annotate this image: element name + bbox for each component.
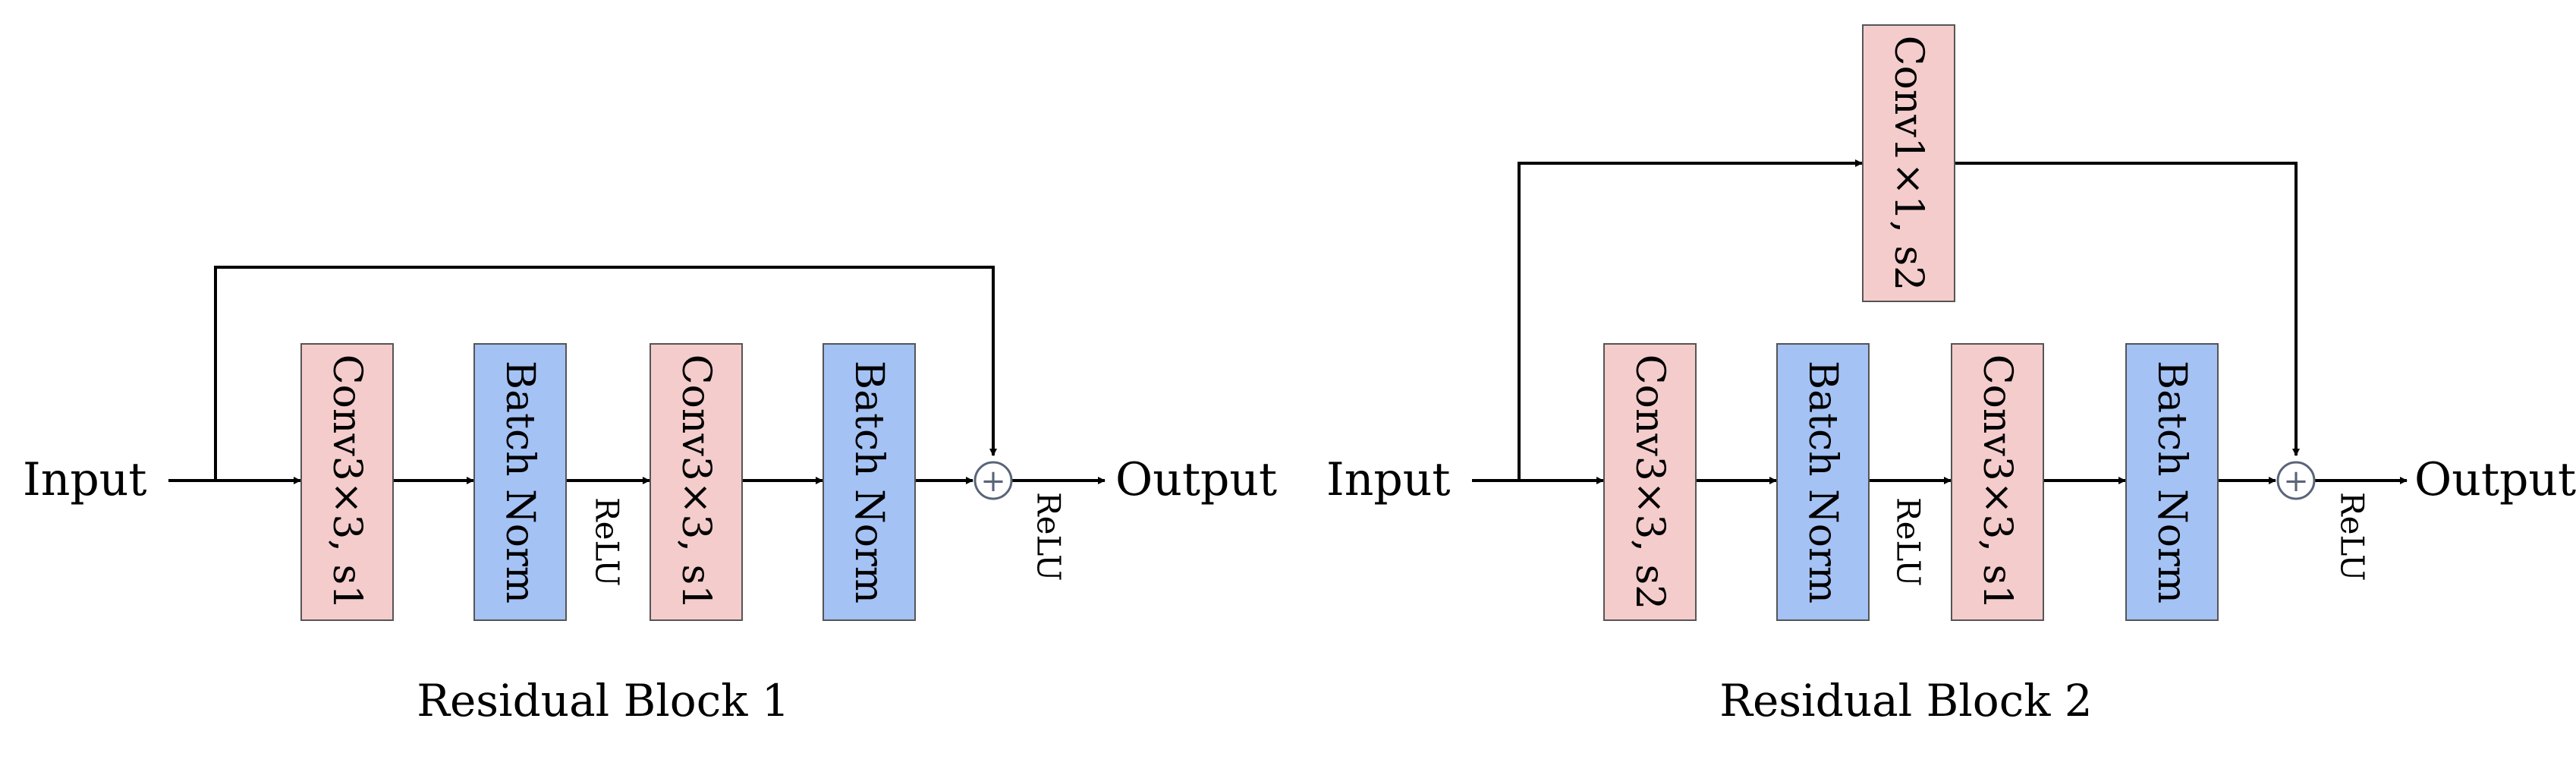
block1-output-label: Output xyxy=(1115,453,1277,506)
block2-projection-label: Conv1×1, s2 xyxy=(1886,36,1931,292)
block1-relu-out: ReLU xyxy=(1030,492,1068,581)
block2-bn1-box xyxy=(1776,343,1870,621)
residual-block-1: Input Conv3×3, s1 Batch Norm Conv3×3, s1… xyxy=(23,266,1277,726)
block2-conv2-box xyxy=(1951,343,2044,621)
block2-layer-conv2: Conv3×3, s1 xyxy=(1951,343,2044,621)
block1-bn2-label: Batch Norm xyxy=(846,361,892,604)
block1-conv2-box xyxy=(650,343,743,621)
block2-input-label: Input xyxy=(1326,453,1451,506)
block1-sum-symbol: + xyxy=(980,464,1006,499)
block2-bn2-label: Batch Norm xyxy=(2149,361,2194,604)
block2-bn1-label: Batch Norm xyxy=(1800,361,1845,604)
block1-layer-conv1: Conv3×3, s1 xyxy=(300,343,394,621)
block2-projection-box xyxy=(1862,24,1955,302)
block2-relu-mid: ReLU xyxy=(1890,497,1927,586)
block2-conv1-label: Conv3×3, s2 xyxy=(1627,355,1672,610)
block2-layer-bn2: Batch Norm xyxy=(2125,343,2219,621)
residual-block-2: Input Conv1×1, s2 Conv3×3, s2 Batch Norm… xyxy=(1326,24,2576,726)
block2-layer-projection: Conv1×1, s2 xyxy=(1862,24,1955,302)
block1-bn2-box xyxy=(822,343,916,621)
block2-conv2-label: Conv3×3, s1 xyxy=(1974,355,2020,610)
block1-caption: Residual Block 1 xyxy=(417,675,789,726)
block1-layer-conv2: Conv3×3, s1 xyxy=(650,343,743,621)
block2-shortcut-from-projection xyxy=(1955,162,2300,456)
block1-skip-connection xyxy=(214,266,997,481)
block1-relu-mid: ReLU xyxy=(589,497,626,586)
block2-sum-node: + xyxy=(2276,461,2316,500)
block1-input-label: Input xyxy=(23,453,147,506)
block2-output-label: Output xyxy=(2414,453,2576,506)
block1-bn1-label: Batch Norm xyxy=(497,361,543,604)
block2-relu-out: ReLU xyxy=(2334,492,2371,581)
block2-sum-circle xyxy=(2276,461,2316,500)
block2-conv1-box xyxy=(1603,343,1697,621)
block1-layer-bn1: Batch Norm xyxy=(473,343,567,621)
block1-conv1-box xyxy=(300,343,394,621)
block1-conv2-label: Conv3×3, s1 xyxy=(673,355,719,610)
block2-shortcut-to-projection xyxy=(1518,159,1863,481)
block2-layer-bn1: Batch Norm xyxy=(1776,343,1870,621)
block2-layer-conv1: Conv3×3, s2 xyxy=(1603,343,1697,621)
block1-layer-bn2: Batch Norm xyxy=(822,343,916,621)
block2-sum-symbol: + xyxy=(2283,464,2309,499)
block1-conv1-label: Conv3×3, s1 xyxy=(324,355,370,610)
block1-sum-circle xyxy=(973,461,1013,500)
block1-bn1-box xyxy=(473,343,567,621)
block2-caption: Residual Block 2 xyxy=(1719,675,2092,726)
block2-bn2-box xyxy=(2125,343,2219,621)
block1-sum-node: + xyxy=(973,461,1013,500)
